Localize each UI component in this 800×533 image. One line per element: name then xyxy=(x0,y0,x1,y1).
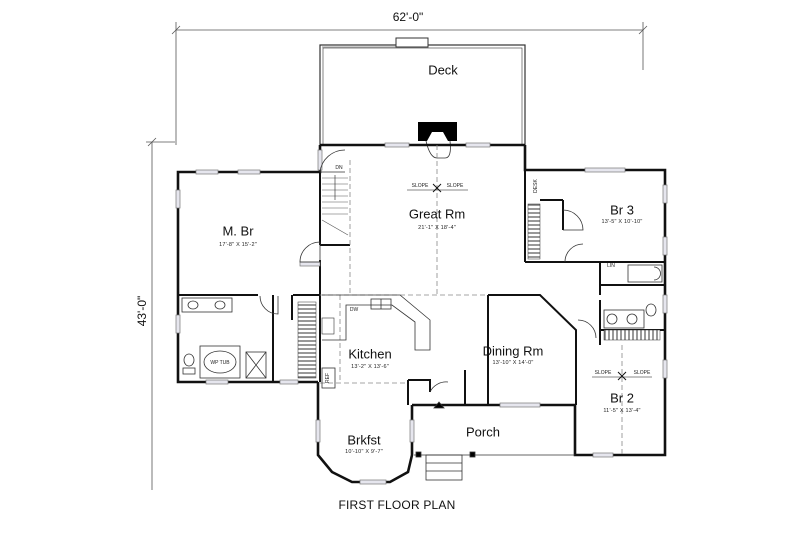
room-dims-master-bedroom: 17'-8" X 15'-2" xyxy=(219,242,257,248)
room-dims-kitchen: 13'-2" X 13'-6" xyxy=(351,364,389,370)
fireplace xyxy=(418,122,457,159)
great-room-slope-right: SLOPE xyxy=(446,183,464,189)
bedroom-2-slope-right: SLOPE xyxy=(633,370,651,376)
stairs-down-label: DN xyxy=(335,165,343,171)
room-label-breakfast: Brkfst xyxy=(347,432,381,448)
exterior-walls xyxy=(176,143,667,484)
room-label-kitchen: Kitchen xyxy=(348,346,392,362)
porch xyxy=(414,401,575,481)
room-dims-bedroom-2: 11'-5" X 13'-4" xyxy=(603,408,641,414)
slope-marks xyxy=(407,183,652,381)
drawing-title: FIRST FLOOR PLAN xyxy=(338,498,456,512)
room-label-dining-room: Dining Rm xyxy=(482,343,544,359)
refrigerator-label: REF xyxy=(325,373,331,383)
hall-bath-fixtures xyxy=(603,264,663,329)
room-label-master-bedroom: M. Br xyxy=(222,223,254,239)
master-bath-fixtures xyxy=(181,297,267,379)
stairs xyxy=(321,175,349,236)
great-room-slope-left: SLOPE xyxy=(411,183,429,189)
windows xyxy=(175,142,668,485)
dashed-lines xyxy=(320,145,623,455)
dimension-lines xyxy=(146,22,648,490)
closets xyxy=(297,203,661,379)
dishwasher-label: DW xyxy=(349,307,359,313)
room-label-bedroom-3: Br 3 xyxy=(610,202,634,218)
room-dims-breakfast: 10'-10" X 9'-7" xyxy=(345,449,383,455)
room-label-bedroom-2: Br 2 xyxy=(610,390,634,406)
overall-width-dimension: 62'-0" xyxy=(392,10,424,24)
room-label-porch: Porch xyxy=(466,424,500,440)
room-dims-dining-room: 13'-10" X 14'-0" xyxy=(492,360,534,366)
room-label-great-room: Great Rm xyxy=(408,206,466,222)
desk-label: DESK xyxy=(533,179,539,193)
whirlpool-tub-label: WP TUB xyxy=(210,360,230,366)
doors xyxy=(259,149,597,393)
linen-label: LIN xyxy=(607,263,615,269)
room-dims-bedroom-3: 13'-5" X 10'-10" xyxy=(601,219,643,225)
overall-depth-dimension: 43'-0" xyxy=(135,295,149,327)
room-dims-great-room: 21'-1" X 18'-4" xyxy=(418,225,456,231)
interior-walls xyxy=(178,170,665,405)
bedroom-2-slope-left: SLOPE xyxy=(594,370,612,376)
room-label-deck: Deck xyxy=(428,62,458,78)
kitchen-counters xyxy=(321,294,431,389)
